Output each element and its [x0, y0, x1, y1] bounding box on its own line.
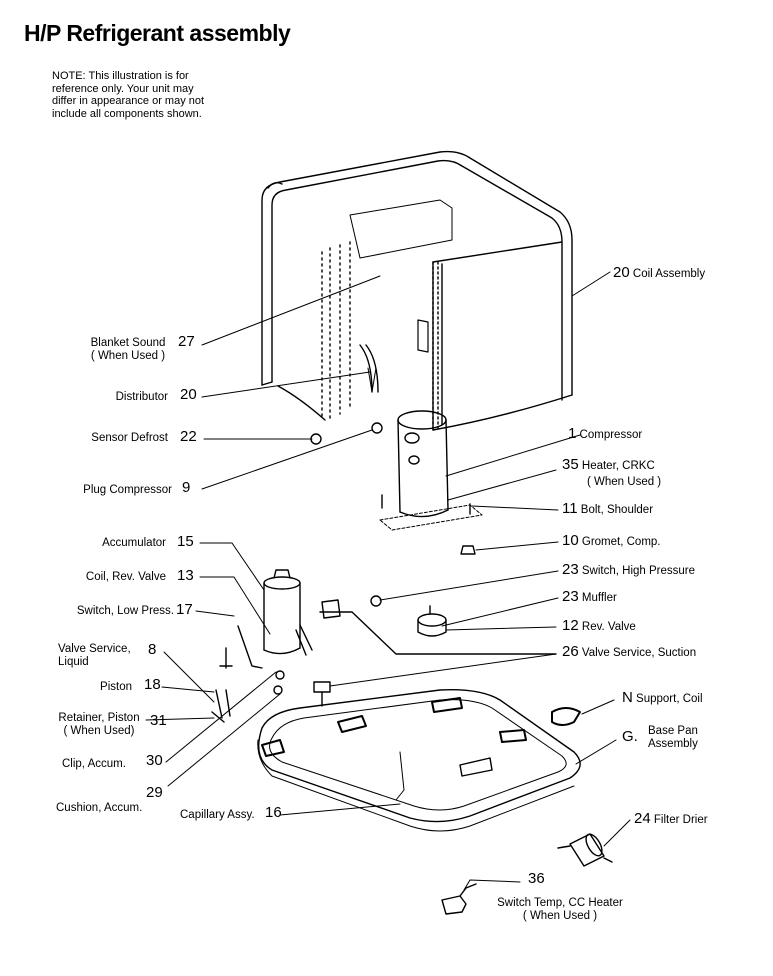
part-number: 12	[562, 617, 579, 634]
coil-assembly-drawing	[261, 150, 573, 431]
base-pan-drawing	[257, 689, 581, 832]
label-muffler: 23 Muffler	[562, 588, 617, 605]
label-blanket-sound: Blanket Sound ( When Used )	[78, 337, 178, 363]
part-number-cushion-accum: 29	[146, 784, 163, 801]
compressor-drawing	[379, 410, 483, 531]
part-name: Switch Temp, CC Heater	[497, 897, 623, 909]
label-coil-assembly: 20 Coil Assembly	[613, 264, 706, 281]
note-line: differ in appearance or may not	[52, 95, 205, 107]
part-name: Retainer, Piston	[58, 712, 140, 724]
label-bolt-shoulder: 11 Bolt, Shoulder	[562, 500, 654, 517]
part-name: Rev. Valve	[581, 621, 636, 633]
note-line: NOTE: This illustration is for	[52, 70, 189, 82]
part-sub: Liquid	[58, 656, 89, 668]
part-number: 1	[568, 425, 577, 442]
part-name: Valve Service,	[58, 643, 131, 655]
part-number: 24	[634, 810, 651, 827]
part-name: Compressor	[579, 429, 643, 441]
part-name: Valve Service, Suction	[581, 647, 697, 659]
part-name: Blanket Sound	[90, 337, 166, 349]
accumulator-drawing	[263, 569, 313, 656]
label-capillary-assy: Capillary Assy.	[180, 809, 255, 821]
label-sensor-defrost: Sensor Defrost	[91, 432, 168, 444]
part-number-sensor-defrost: 22	[180, 428, 197, 445]
part-name: Coil Assembly	[632, 268, 706, 280]
part-name: Switch, High Pressure	[581, 565, 696, 577]
label-cushion-accum: Cushion, Accum.	[56, 802, 143, 814]
part-name: Base Pan	[648, 725, 698, 737]
note-line: include all components shown.	[52, 107, 202, 120]
part-name: Filter Drier	[653, 814, 708, 826]
label-valve-service-liquid: Valve Service, Liquid	[58, 643, 131, 669]
part-sub: ( When Used )	[522, 910, 598, 922]
label-filter-drier: 24 Filter Drier	[634, 810, 708, 827]
part-sub: ( When Used)	[63, 725, 135, 737]
part-number: 10	[562, 532, 579, 549]
label-rev-valve: 12 Rev. Valve	[562, 617, 636, 634]
part-number-piston: 18	[144, 676, 161, 693]
part-sub: Assembly	[648, 738, 698, 750]
label-switch-low-press: Switch, Low Press.	[76, 605, 174, 617]
part-name: Gromet, Comp.	[581, 536, 661, 548]
part-sub: ( When Used )	[90, 350, 166, 362]
part-number-base-pan: G.	[622, 728, 638, 745]
part-number-coil-rev-valve: 13	[177, 567, 194, 584]
label-distributor: Distributor	[115, 391, 168, 403]
label-switch-high-pressure: 23 Switch, High Pressure	[562, 561, 696, 578]
label-heater-crkc-sub: ( When Used )	[587, 476, 662, 488]
label-plug-compressor: Plug Compressor	[83, 484, 172, 496]
part-name: Heater, CRKC	[581, 460, 655, 472]
part-number: 35	[562, 456, 579, 473]
label-grommet-comp: 10 Gromet, Comp.	[562, 532, 661, 549]
label-accumulator: Accumulator	[102, 537, 166, 549]
part-number-capillary-assy: 16	[265, 804, 282, 821]
part-number: 11	[562, 500, 578, 517]
label-coil-rev-valve: Coil, Rev. Valve	[85, 571, 166, 583]
part-number-valve-service-liquid: 8	[148, 641, 157, 658]
note-line: reference only. Your unit may	[52, 82, 194, 95]
filter-drier-drawing	[557, 833, 613, 867]
part-name: Bolt, Shoulder	[580, 504, 654, 516]
part-number-switch-temp: 36	[528, 870, 545, 887]
distributor-drawing	[359, 344, 379, 393]
part-number-accumulator: 15	[177, 533, 194, 550]
label-heater-crkc: 35 Heater, CRKC	[562, 456, 655, 473]
part-number: 23	[562, 561, 579, 578]
part-number-plug-compressor: 9	[182, 479, 191, 496]
part-number: 20	[613, 264, 630, 281]
note-text: NOTE: This illustration is for reference…	[52, 70, 252, 120]
label-support-coil: N Support, Coil	[622, 689, 703, 706]
part-name: Muffler	[581, 592, 617, 604]
part-number-blanket-sound: 27	[178, 333, 195, 350]
part-name: Support, Coil	[636, 693, 703, 705]
part-number: N	[622, 689, 633, 706]
label-clip-accum: Clip, Accum.	[62, 758, 126, 770]
label-base-pan: Base Pan Assembly	[648, 725, 698, 751]
label-switch-temp: Switch Temp, CC Heater ( When Used )	[490, 897, 630, 923]
part-number: 23	[562, 588, 579, 605]
part-number-distributor: 20	[180, 386, 197, 403]
part-number: 26	[562, 643, 579, 660]
label-piston: Piston	[100, 681, 132, 693]
part-number-clip-accum: 30	[146, 752, 163, 769]
label-compressor: 1 Compressor	[568, 425, 643, 442]
label-retainer-piston: Retainer, Piston ( When Used)	[46, 712, 152, 738]
part-number-switch-low-press: 17	[176, 601, 193, 618]
page-title: H/P Refrigerant assembly	[24, 20, 291, 46]
label-valve-service-suction: 26 Valve Service, Suction	[562, 643, 697, 660]
leader-lines	[145, 271, 631, 891]
part-number-retainer-piston: 31	[150, 712, 167, 729]
